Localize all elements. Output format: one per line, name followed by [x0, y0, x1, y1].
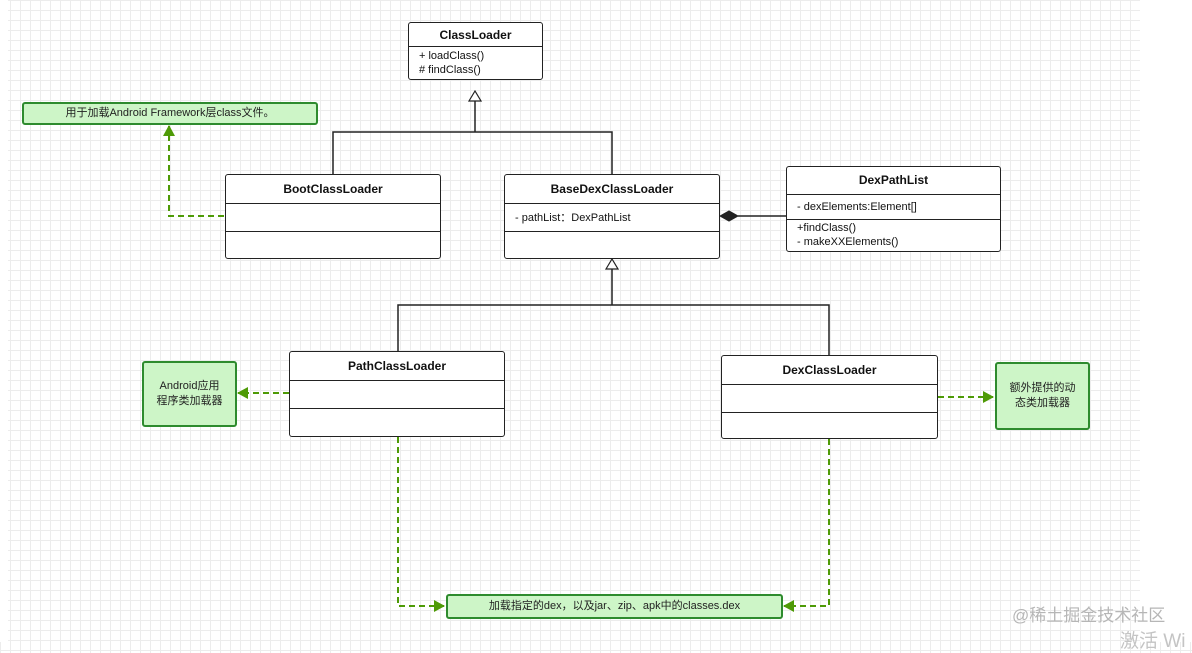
- pathclassloader-class: PathClassLoader: [289, 351, 505, 437]
- note-links: [163, 125, 994, 612]
- basedexclassloader-class: BaseDexClassLoader - pathList：DexPathLis…: [504, 174, 720, 259]
- left-margin: [0, 0, 8, 642]
- operation: +findClass(): [797, 222, 856, 234]
- watermark: @稀土掘金技术社区: [1012, 606, 1166, 625]
- attribute: - pathList：DexPathList: [515, 211, 631, 224]
- class-name: ClassLoader: [439, 27, 512, 42]
- dexclassloader-class: DexClassLoader: [721, 355, 938, 439]
- inheritance-to-basedexclassloader: [397, 260, 830, 355]
- framework-note: 用于加载Android Framework层class文件。: [22, 102, 318, 125]
- operation: + loadClass(): [419, 50, 485, 62]
- class-attributes: [290, 380, 504, 408]
- activation-text: 激活 Wi: [1120, 631, 1186, 652]
- app-loader-note: Android应用 程序类加载器: [142, 361, 237, 427]
- dex-source-note: 加载指定的dex，以及jar、zip、apk中的classes.dex: [446, 594, 783, 619]
- classloader-class: ClassLoader + loadClass() # findClass(): [408, 22, 543, 80]
- class-name: DexPathList: [858, 173, 929, 188]
- class-operations: [290, 408, 504, 436]
- dynamic-loader-note: 额外提供的动 态类加载器: [995, 362, 1090, 430]
- note-text: 用于加载Android Framework层class文件。: [65, 107, 275, 119]
- note-text: 加载指定的dex，以及jar、zip、apk中的classes.dex: [488, 600, 741, 612]
- class-operations: [226, 231, 440, 258]
- bootclassloader-class: BootClassLoader: [225, 174, 441, 259]
- class-attributes: [226, 203, 440, 231]
- class-name: BaseDexClassLoader: [550, 182, 674, 196]
- note-text: 额外提供的动: [1009, 382, 1076, 394]
- class-attributes: [722, 384, 937, 412]
- operation: # findClass(): [419, 64, 481, 76]
- note-text: 态类加载器: [1015, 397, 1070, 409]
- attribute: - dexElements:Element[]: [797, 200, 917, 213]
- class-name: PathClassLoader: [347, 359, 447, 373]
- note-text: 程序类加载器: [156, 395, 223, 407]
- operation: - makeXXElements(): [797, 236, 899, 248]
- class-operations: +findClass() - makeXXElements(): [787, 219, 1000, 251]
- inheritance-to-classloader: [332, 92, 613, 174]
- class-attributes: - dexElements:Element[]: [787, 193, 1000, 219]
- class-operations: + loadClass() # findClass(): [409, 46, 542, 79]
- class-name: DexClassLoader: [782, 363, 877, 377]
- composition-dexpathlist: [718, 210, 786, 222]
- dexpathlist-class: DexPathList - dexElements:Element[] +fin…: [786, 166, 1001, 252]
- class-operations: [505, 231, 719, 258]
- class-operations: [722, 412, 937, 438]
- class-name: BootClassLoader: [283, 182, 383, 196]
- note-text: Android应用: [159, 380, 220, 392]
- right-margin: [1140, 0, 1192, 642]
- class-attributes: - pathList：DexPathList: [505, 203, 719, 231]
